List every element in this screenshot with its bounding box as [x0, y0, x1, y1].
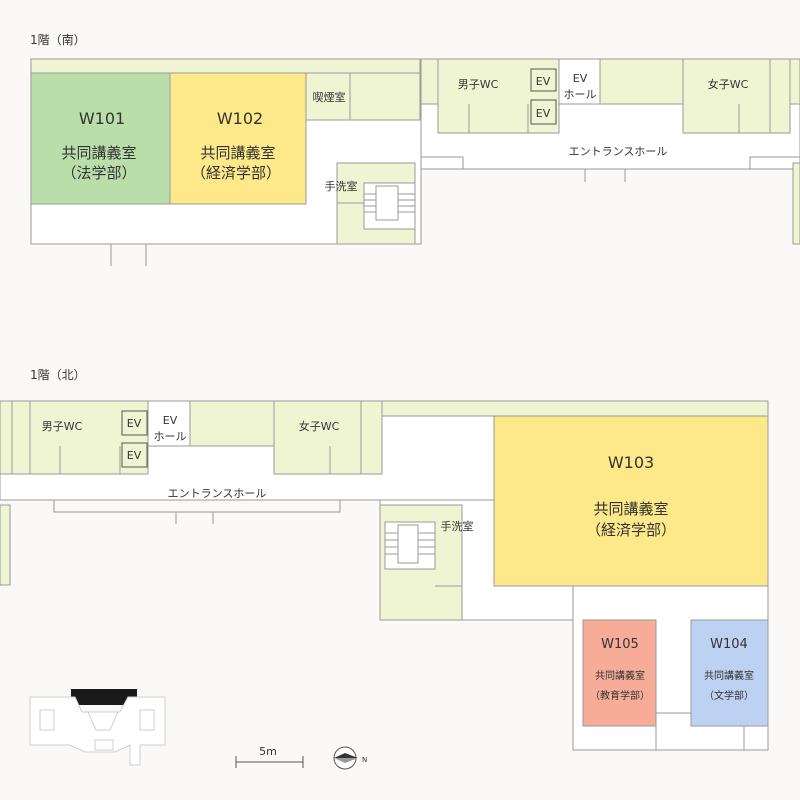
- room-w104[interactable]: [690, 619, 769, 727]
- scale-label: 5m: [259, 745, 277, 758]
- north-top-strip: [381, 400, 769, 417]
- south-washroom-label: 手洗室: [325, 179, 358, 193]
- w101-line1: 共同講義室: [61, 144, 136, 162]
- north-ev-2-label: EV: [127, 449, 142, 462]
- north-ev-hall: [147, 400, 191, 447]
- south-ev-box-2[interactable]: [530, 99, 557, 125]
- north-caption: 1階（北）: [30, 368, 86, 382]
- w104-line1: 共同講義室: [704, 669, 754, 682]
- north-ev-hall-label-1: EV: [163, 414, 178, 427]
- north-plan: 男子WC 女子WC EV EV EV ホール エントランスホール 手洗室 W10…: [0, 400, 769, 751]
- w104-line2: （文学部）: [704, 689, 754, 702]
- w101-line2: （法学部）: [61, 164, 136, 182]
- south-men-wc-label: 男子WC: [458, 78, 499, 91]
- w104-code: W104: [710, 637, 748, 652]
- south-women-wc-label: 女子WC: [708, 77, 749, 91]
- smoking-room-label: 喫煙室: [313, 90, 346, 104]
- south-ev-hall-label-1: EV: [573, 72, 588, 85]
- north-men-wc-label: 男子WC: [42, 420, 83, 433]
- svg-text:N: N: [362, 756, 367, 764]
- w103-code: W103: [608, 453, 654, 472]
- north-ev-box-2[interactable]: [121, 442, 148, 468]
- w102-code: W102: [217, 109, 263, 128]
- south-top-strip: [30, 58, 421, 74]
- room-w105[interactable]: [582, 619, 657, 727]
- south-plan: W101 共同講義室 （法学部） W102 共同講義室 （経済学部） 喫煙室 男…: [30, 58, 800, 266]
- south-ev-hall-label-2: ホール: [564, 88, 597, 101]
- south-ev-2-label: EV: [536, 107, 551, 120]
- room-w102[interactable]: [169, 72, 307, 205]
- room-w103[interactable]: [493, 415, 769, 587]
- south-entrance-label: エントランスホール: [569, 145, 668, 158]
- w101-code: W101: [79, 109, 125, 128]
- north-women-wc-block: [273, 400, 383, 475]
- south-ev-hall: [558, 58, 601, 105]
- scale-bar: 5m: [235, 745, 304, 768]
- room-w101[interactable]: [30, 72, 171, 205]
- north-ev-1-label: EV: [127, 417, 142, 430]
- w105-code: W105: [601, 637, 639, 652]
- w103-line2: （経済学部）: [586, 521, 676, 539]
- w105-line1: 共同講義室: [595, 669, 645, 682]
- w105-line2: （教育学部）: [590, 689, 650, 702]
- north-entrance-label: エントランスホール: [168, 487, 267, 500]
- north-arrow-icon: N: [333, 746, 367, 770]
- w102-line1: 共同講義室: [200, 144, 275, 162]
- key-map-icon: [29, 689, 166, 766]
- w103-line1: 共同講義室: [593, 500, 668, 518]
- north-ev-box-1[interactable]: [121, 410, 148, 436]
- south-caption: 1階（南）: [30, 33, 86, 47]
- south-service-block: [305, 72, 421, 121]
- north-women-wc-label: 女子WC: [299, 419, 340, 433]
- south-ev-1-label: EV: [536, 75, 551, 88]
- w102-line2: （経済学部）: [191, 164, 281, 182]
- south-women-wc-block: [682, 58, 791, 134]
- north-ev-hall-label-2: ホール: [154, 430, 187, 443]
- south-ev-box-1[interactable]: [530, 68, 557, 92]
- north-washroom-label: 手洗室: [441, 519, 474, 533]
